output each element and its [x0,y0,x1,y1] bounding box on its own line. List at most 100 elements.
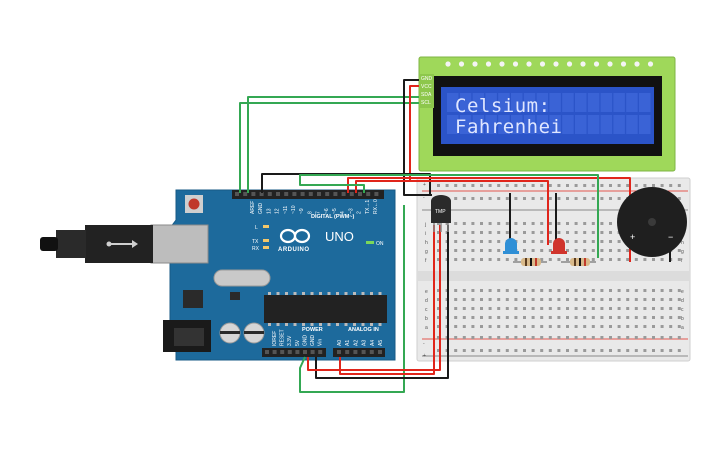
breadboard-hole[interactable] [531,249,535,252]
breadboard-hole[interactable] [609,222,612,225]
wire-digital-green[interactable] [299,174,599,258]
breadboard-hole[interactable] [609,325,612,328]
breadboard-hole[interactable] [643,307,647,310]
rail-hole[interactable] [497,336,501,339]
header-pin[interactable] [276,192,280,196]
breadboard-hole[interactable] [566,325,569,328]
breadboard-hole[interactable] [583,316,587,319]
breadboard-hole[interactable] [462,298,466,301]
breadboard-hole[interactable] [583,307,587,310]
breadboard-hole[interactable] [583,249,587,252]
breadboard-hole[interactable] [626,289,630,292]
rail-hole[interactable] [505,197,509,200]
breadboard-hole[interactable] [677,249,681,252]
breadboard-hole[interactable] [600,231,604,234]
breadboard-hole[interactable] [480,289,483,292]
breadboard-hole[interactable] [617,316,621,319]
rail-hole[interactable] [574,336,578,339]
breadboard-hole[interactable] [660,316,664,319]
breadboard-hole[interactable] [505,316,509,319]
rail-hole[interactable] [557,349,561,352]
breadboard-hole[interactable] [437,325,440,328]
breadboard-hole[interactable] [488,316,492,319]
rail-hole[interactable] [557,197,561,200]
rail-hole[interactable] [540,184,544,187]
breadboard-hole[interactable] [471,258,475,261]
header-pin[interactable] [300,192,305,196]
breadboard-hole[interactable] [445,222,449,225]
rail-hole[interactable] [497,349,501,352]
breadboard-hole[interactable] [514,231,518,234]
breadboard-hole[interactable] [617,289,621,292]
breadboard-hole[interactable] [669,289,673,292]
lcd-module[interactable]: Celsium: Fahrenhei GND VCC SDA SCL [418,56,676,172]
breadboard-hole[interactable] [669,316,673,319]
breadboard-hole[interactable] [652,258,655,261]
breadboard-hole[interactable] [574,316,578,319]
rail-hole[interactable] [609,336,612,339]
header-pin[interactable] [267,192,272,196]
breadboard-hole[interactable] [669,325,673,328]
breadboard-hole[interactable] [600,316,604,319]
rail-hole[interactable] [488,349,492,352]
breadboard-hole[interactable] [488,325,492,328]
breadboard-hole[interactable] [591,298,595,301]
rail-hole[interactable] [462,336,466,339]
rail-hole[interactable] [471,184,475,187]
rail-hole[interactable] [523,197,526,200]
rail-hole[interactable] [454,184,458,187]
rail-hole[interactable] [626,336,630,339]
rail-hole[interactable] [488,336,492,339]
breadboard-hole[interactable] [454,231,458,234]
breadboard-hole[interactable] [548,307,552,310]
breadboard-hole[interactable] [583,231,587,234]
breadboard-hole[interactable] [437,289,440,292]
rail-hole[interactable] [660,349,664,352]
rail-hole[interactable] [591,336,595,339]
breadboard-hole[interactable] [609,289,612,292]
breadboard-hole[interactable] [480,222,483,225]
breadboard-hole[interactable] [643,258,647,261]
breadboard-hole[interactable] [454,240,458,243]
breadboard-hole[interactable] [609,307,612,310]
breadboard-hole[interactable] [566,222,569,225]
breadboard-hole[interactable] [454,316,458,319]
breadboard-hole[interactable] [591,307,595,310]
breadboard-hole[interactable] [523,316,526,319]
breadboard-hole[interactable] [480,240,483,243]
rail-hole[interactable] [583,336,587,339]
rail-hole[interactable] [583,197,587,200]
rail-hole[interactable] [626,349,630,352]
breadboard-hole[interactable] [462,258,466,261]
rail-hole[interactable] [505,336,509,339]
breadboard-hole[interactable] [514,222,518,225]
breadboard-hole[interactable] [669,298,673,301]
breadboard-hole[interactable] [660,289,664,292]
rail-hole[interactable] [488,184,492,187]
rail-hole[interactable] [600,349,604,352]
breadboard-hole[interactable] [609,240,612,243]
breadboard-hole[interactable] [643,298,647,301]
breadboard-hole[interactable] [462,222,466,225]
breadboard-hole[interactable] [583,240,587,243]
breadboard-hole[interactable] [514,298,518,301]
breadboard-hole[interactable] [471,325,475,328]
breadboard-hole[interactable] [454,258,458,261]
rail-hole[interactable] [617,197,621,200]
rail-hole[interactable] [600,184,604,187]
breadboard-hole[interactable] [574,298,578,301]
header-pin[interactable] [318,350,323,354]
rail-hole[interactable] [471,336,475,339]
rail-hole[interactable] [617,349,621,352]
rail-hole[interactable] [437,336,440,339]
rail-hole[interactable] [643,336,647,339]
breadboard-hole[interactable] [626,298,630,301]
breadboard-hole[interactable] [471,249,475,252]
header-pin[interactable] [369,350,374,354]
header-pin[interactable] [280,350,285,354]
breadboard-hole[interactable] [626,258,630,261]
rail-hole[interactable] [531,197,535,200]
breadboard-hole[interactable] [497,325,501,328]
rail-hole[interactable] [462,349,466,352]
breadboard-hole[interactable] [531,222,535,225]
